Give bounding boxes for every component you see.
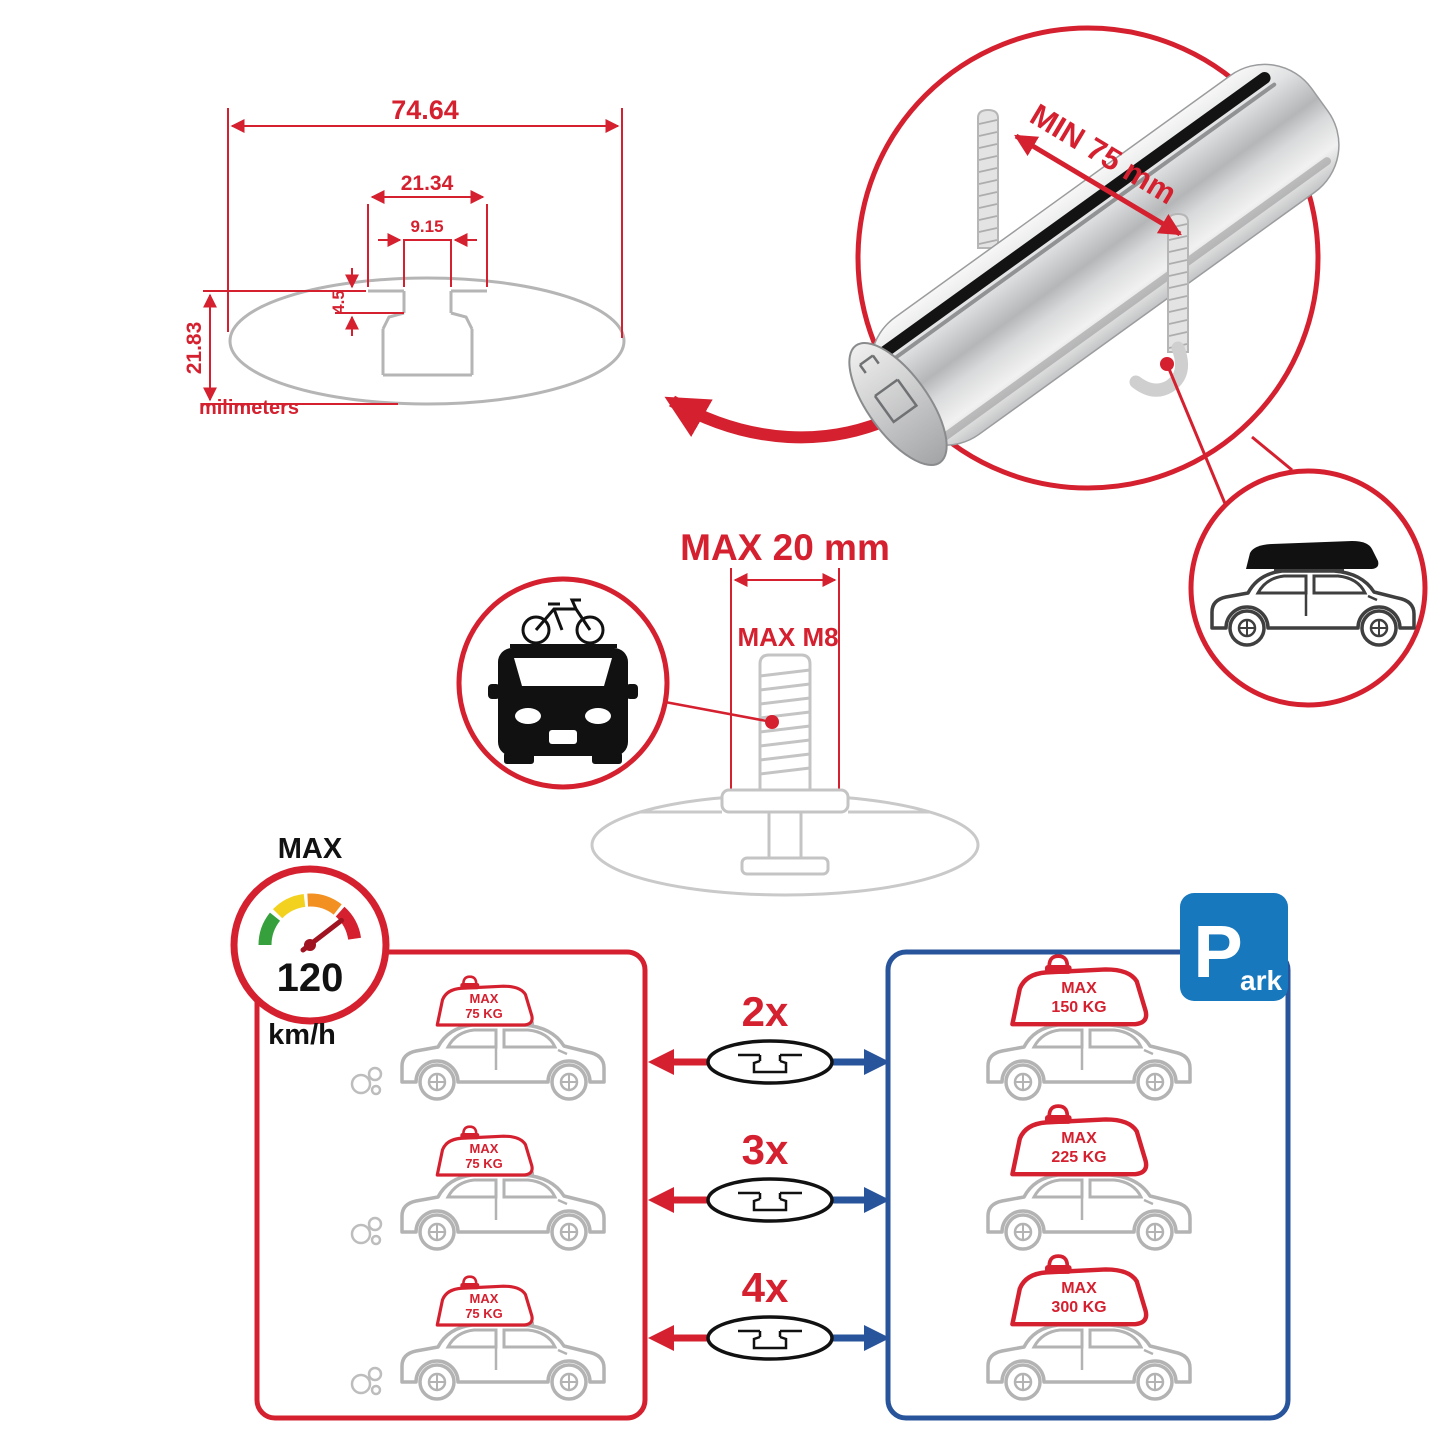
bag-weight-label: 75 KG [465, 1006, 503, 1021]
motion-puffs [350, 1066, 383, 1096]
profile-ellipse [228, 276, 626, 406]
motion-puffs [350, 1216, 383, 1246]
bag-weight-label: 150 KG [1051, 999, 1106, 1016]
bag-max-label: MAX [1061, 980, 1097, 997]
max-thread-label: MAX M8 [737, 622, 838, 652]
bag-max-label: MAX [1061, 1280, 1097, 1297]
roofbox-icon [1246, 541, 1379, 569]
arrow-right-blue [864, 1325, 890, 1351]
speed-gauge: MAX 120 km/h [230, 833, 390, 1051]
t-bolt [720, 653, 850, 876]
arrow-right-blue [864, 1049, 890, 1075]
crossbar-profile-icon [706, 1315, 834, 1361]
dimension-lines [203, 108, 623, 405]
arrow-left-red [648, 1187, 674, 1213]
park-sign: P ark [1180, 893, 1288, 1001]
callout-line-1 [1165, 363, 1228, 507]
car-front-icon [488, 648, 638, 764]
qty-label-4x: 4x [742, 1264, 789, 1311]
crossbar-profile-icon [706, 1039, 834, 1085]
bag-weight-label: 300 KG [1051, 1299, 1106, 1316]
bolt-callout-line [664, 700, 773, 724]
bag-max-label: MAX [470, 1141, 499, 1156]
clamp-hook [1129, 341, 1189, 397]
callout-line-2 [1251, 435, 1293, 472]
gauge-max-label: MAX [278, 833, 343, 865]
bolt-callout-dot [765, 715, 779, 729]
crossbar-detail-circle: MIN 75 mm [848, 25, 1340, 507]
parked-cars: MAX 150 KG MAX 225 KG MAX 300 KG [988, 956, 1190, 1399]
profile-technical-drawing: 74.64 21.34 9.15 4.5 21.83 milimeters [183, 95, 626, 419]
bag-weight-label: 225 KG [1051, 1149, 1106, 1166]
clamp-rod-rear [977, 109, 999, 249]
dim-slot-inner: 9.15 [410, 217, 443, 236]
crossbar-profile-icon [706, 1177, 834, 1223]
unit-label: milimeters [199, 397, 299, 419]
bolt-detail-section: MAX 20 mm MAX M8 [456, 527, 980, 897]
gauge-unit: km/h [268, 1019, 336, 1051]
driving-cars: MAX 75 KG MAX 75 KG MAX 75 KG [350, 975, 604, 1399]
arrow-left-red [648, 1049, 674, 1075]
bag-max-label: MAX [470, 991, 499, 1006]
dim-slot-outer: 21.34 [401, 172, 454, 195]
dim-total-width: 74.64 [391, 95, 459, 125]
bag-weight-label: 75 KG [465, 1306, 503, 1321]
dim-lip-depth: 4.5 [329, 290, 348, 314]
bag-max-label: MAX [1061, 1130, 1097, 1147]
motion-puffs [350, 1366, 383, 1396]
gauge-arcs [258, 893, 362, 946]
min-spacing-arrow [1014, 133, 1182, 237]
car-roofbox-circle [1188, 468, 1428, 708]
park-sign-ark: ark [1240, 965, 1282, 996]
qty-label-2x: 2x [742, 988, 789, 1035]
profile-t-slot [368, 289, 487, 377]
bag-max-label: MAX [470, 1291, 499, 1306]
bike-icon [521, 598, 605, 645]
car-bike-circle [456, 576, 670, 790]
qty-label-3x: 3x [742, 1126, 789, 1173]
max-length-label: MAX 20 mm [680, 527, 890, 568]
bar-end-cap [848, 342, 948, 466]
gauge-value: 120 [277, 956, 344, 1000]
arrow-left-red [648, 1325, 674, 1351]
park-sign-p: P [1193, 910, 1242, 993]
arrow-right-blue [864, 1187, 890, 1213]
crossbar-qty-rows: 2x 3x 4x [648, 988, 890, 1361]
bag-weight-label: 75 KG [465, 1156, 503, 1171]
dim-profile-height: 21.83 [183, 322, 206, 375]
